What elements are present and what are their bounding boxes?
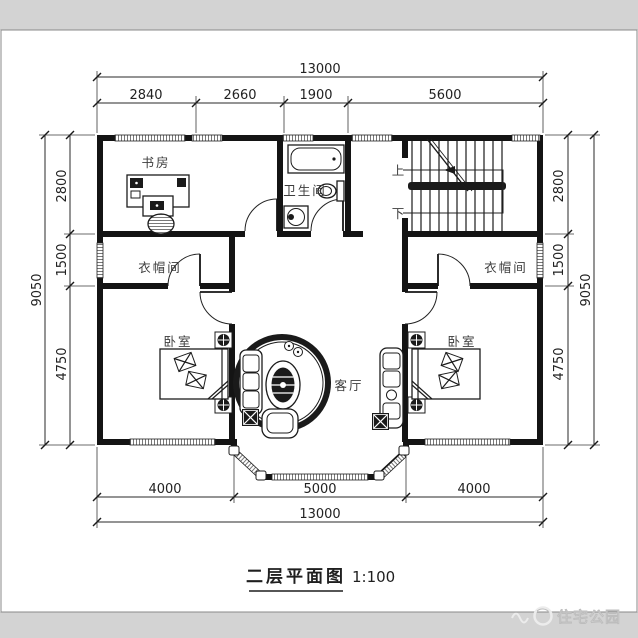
living-chair-bottom: [261, 408, 299, 439]
door-bedroom-right: [404, 291, 438, 325]
stair-up-label: 上: [392, 163, 407, 178]
room-label-study: 书房: [141, 155, 170, 170]
window-study-1: [114, 134, 186, 142]
bay-corner-post-1: [228, 445, 240, 456]
dim-top-seg-4: 5600: [428, 88, 461, 103]
stair-down-label: 下: [392, 206, 407, 221]
room-label-cloakroom-left: 衣帽间: [138, 260, 182, 275]
drawing-page-border: [0, 29, 638, 613]
dim-right-seg-2: 1500: [552, 243, 567, 276]
dim-top-total: 13000: [299, 62, 340, 77]
dim-bottom-total: 13000: [299, 507, 340, 522]
dim-left-seg-3: 4750: [55, 347, 70, 380]
wash-basin: [283, 205, 309, 229]
window-bay-center: [271, 473, 369, 481]
bathtub: [287, 144, 345, 174]
living-decor-cups: [284, 341, 303, 357]
bay-corner-post-4: [398, 445, 410, 456]
window-cloak-right: [536, 242, 544, 279]
dim-bottom-seg-1: 4000: [148, 482, 181, 497]
stair-landing-rail: [408, 182, 506, 190]
staircase: 上 下: [392, 138, 506, 231]
study-chair: [147, 213, 175, 235]
door-cloak-right: [437, 253, 471, 287]
watermark-text: 住宅公园: [557, 608, 621, 626]
room-label-bedroom-right: 卧室: [447, 334, 476, 349]
window-cloak-left: [96, 242, 104, 279]
door-study: [244, 198, 278, 232]
dim-left-seg-1: 2800: [55, 169, 70, 202]
dim-left-total: 9050: [30, 273, 45, 306]
dim-top-seg-1: 2840: [129, 88, 162, 103]
room-label-bedroom-left: 卧室: [163, 334, 192, 349]
room-label-living: 客厅: [334, 378, 363, 393]
interior-walls: [97, 138, 541, 442]
watermark-scribble-icon: [511, 612, 529, 624]
watermark: 住宅公园: [511, 606, 621, 626]
dimension-right: 2800 1500 4750 9050: [545, 130, 600, 450]
drawing-scale: 1:100: [352, 568, 395, 586]
window-study-2: [191, 134, 223, 142]
watermark-logo-icon: [533, 606, 553, 626]
drawing-title: 二层平面图: [246, 567, 346, 587]
title-block: 二层平面图 1:100: [246, 567, 395, 592]
study-desk: [126, 174, 190, 217]
window-stair: [511, 134, 541, 142]
living-sofa-right: [379, 347, 404, 429]
coffee-table: [265, 360, 301, 410]
room-label-bathroom: 卫生间: [283, 183, 327, 198]
side-table-left: [242, 409, 259, 426]
dimension-left: 9050 2800 1500 4750: [30, 130, 95, 450]
stair-arrow: [444, 166, 455, 174]
windows: [96, 134, 544, 481]
bed-left: [159, 331, 233, 414]
dim-bottom-seg-2: 5000: [303, 482, 336, 497]
window-hall: [351, 134, 393, 142]
bottom-margin-strip: [0, 612, 638, 638]
living-sofa-left: [239, 349, 263, 415]
dim-left-seg-2: 1500: [55, 243, 70, 276]
window-bedroom-right: [424, 438, 511, 446]
bay-corner-post-3: [373, 470, 385, 481]
side-table-right: [372, 413, 389, 430]
dim-top-seg-3: 1900: [299, 88, 332, 103]
dim-top-seg-2: 2660: [223, 88, 256, 103]
dimension-bottom: 4000 5000 4000 13000: [92, 447, 548, 528]
door-bedroom-left: [199, 291, 233, 325]
top-margin-strip: [0, 0, 638, 30]
stair-break-line: [426, 138, 469, 192]
window-bathroom: [282, 134, 314, 142]
dimension-top: 13000 2840 2660 1900 5600: [92, 62, 548, 133]
dim-right-total: 9050: [579, 273, 594, 306]
bed-right: [407, 331, 481, 414]
dim-bottom-seg-3: 4000: [457, 482, 490, 497]
window-bedroom-left: [129, 438, 216, 446]
dim-right-seg-1: 2800: [552, 169, 567, 202]
toilet: [317, 180, 345, 202]
dim-right-seg-3: 4750: [552, 347, 567, 380]
bay-corner-post-2: [255, 470, 267, 481]
door-cloak-left: [167, 253, 201, 287]
room-label-cloakroom-right: 衣帽间: [484, 260, 528, 275]
